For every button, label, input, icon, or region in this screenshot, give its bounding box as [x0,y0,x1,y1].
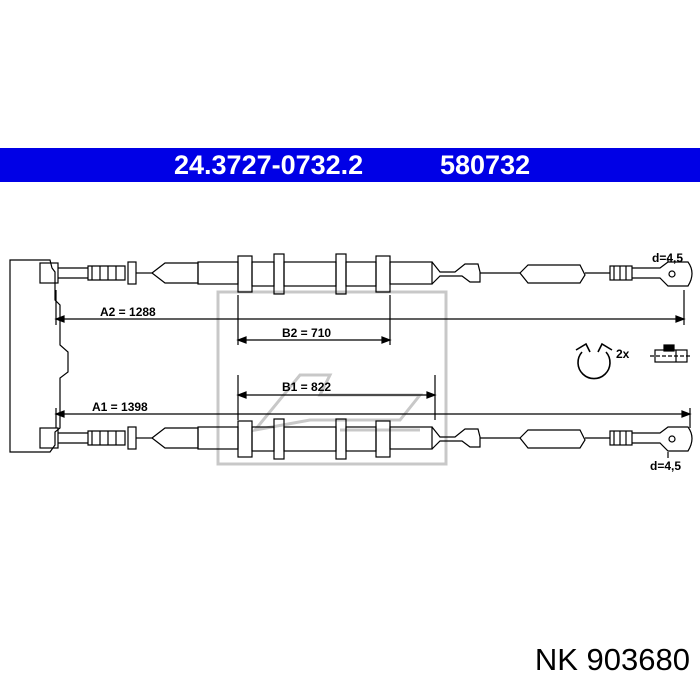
label-d-bottom: d=4,5 [650,459,681,473]
retaining-clip-icon [575,342,613,380]
dimension-a2 [54,290,686,325]
label-b2: B2 = 710 [282,326,331,340]
reference-number: 580732 [440,150,531,180]
label-b1: B1 = 822 [282,380,331,394]
clip-detail-icon [650,344,692,363]
brand-label: NK 903680 [534,642,690,677]
part-number: 24.3727-0732.2 [174,150,364,180]
bracket-left [9,259,69,453]
cable-bottom [39,418,693,460]
cable-top [39,253,693,295]
label-d-top: d=4,5 [652,251,683,265]
dimension-a1 [54,408,692,428]
label-clip-qty: 2x [616,347,630,361]
dimension-b2 [236,295,392,345]
label-a1: A1 = 1398 [92,400,148,414]
label-a2: A2 = 1288 [100,305,156,319]
dimension-b1 [236,375,437,420]
header-bar [0,148,700,182]
